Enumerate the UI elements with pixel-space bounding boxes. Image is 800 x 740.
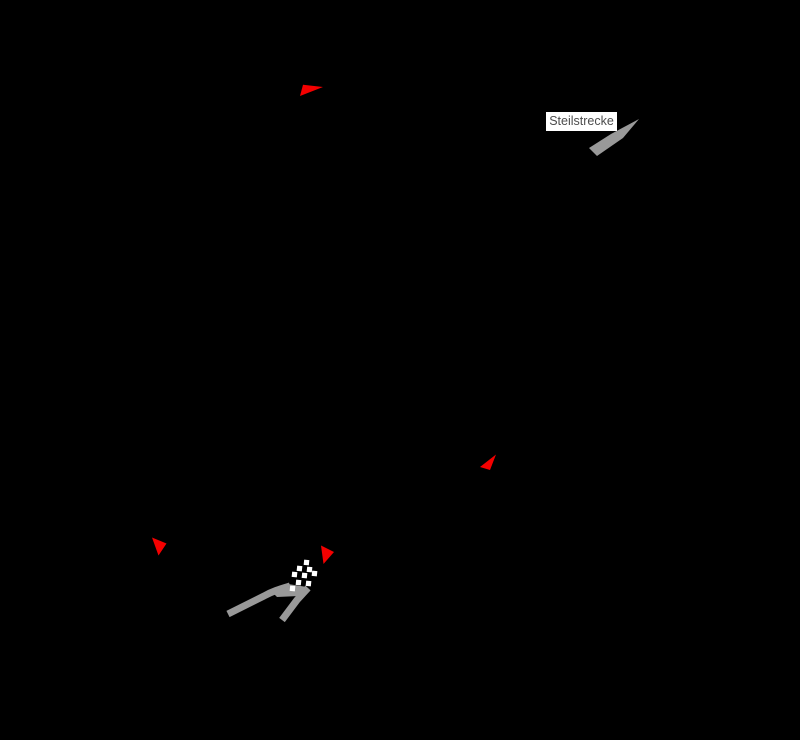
- start-finish-flag-square: [303, 559, 310, 566]
- start-finish-flag-square: [305, 580, 312, 587]
- steilstrecke-label-text: Steilstrecke: [549, 114, 614, 128]
- direction-arrow-north-section: [300, 84, 323, 96]
- steilstrecke-road: [589, 119, 639, 156]
- steilstrecke-label: Steilstrecke: [546, 112, 617, 131]
- start-finish-flag-square: [306, 566, 313, 573]
- start-finish-link-road-south: [279, 585, 311, 623]
- start-finish-flag-square: [311, 570, 318, 577]
- start-finish-flag-square: [296, 565, 303, 572]
- start-finish-flag-square: [301, 572, 308, 579]
- direction-arrow-start-finish: [321, 545, 334, 564]
- start-finish-flag-square: [289, 585, 296, 592]
- start-finish-junction: [271, 584, 307, 597]
- start-finish-flag-square: [291, 571, 298, 578]
- direction-arrow-west-section: [152, 537, 167, 556]
- start-finish-flag-square: [295, 579, 302, 586]
- direction-arrow-east-section: [480, 454, 496, 470]
